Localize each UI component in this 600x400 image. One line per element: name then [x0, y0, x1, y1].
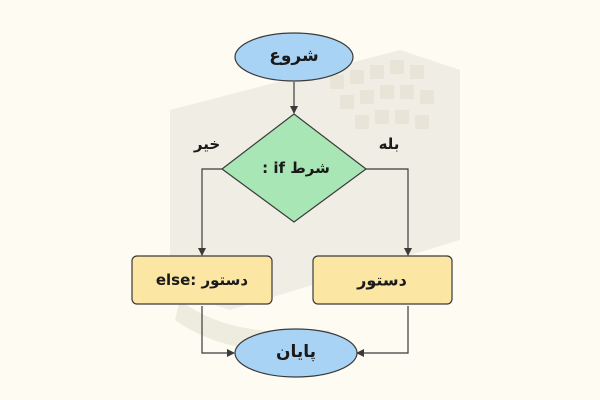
- connectors: [198, 82, 412, 357]
- arrow-else-to-end: [201, 306, 235, 357]
- start-node[interactable]: شروع: [234, 32, 354, 82]
- arrow-condition-to-else: [198, 168, 222, 256]
- condition-node[interactable]: شرط if :: [220, 113, 368, 223]
- condition-label: شرط if :: [262, 159, 330, 177]
- end-label: پایان: [276, 342, 316, 362]
- arrow-condition-to-if: [366, 168, 412, 256]
- branch-no-label: خیر: [193, 135, 220, 153]
- if-statement-label: دستور: [356, 271, 407, 290]
- arrow-if-to-end: [356, 306, 409, 357]
- branch-yes-label: بله: [379, 135, 400, 153]
- else-statement-node[interactable]: else: دستور: [131, 255, 273, 305]
- else-statement-label: else: دستور: [156, 271, 249, 289]
- if-statement-node[interactable]: دستور: [312, 255, 453, 305]
- end-node[interactable]: پایان: [234, 328, 358, 378]
- start-label: شروع: [269, 46, 318, 66]
